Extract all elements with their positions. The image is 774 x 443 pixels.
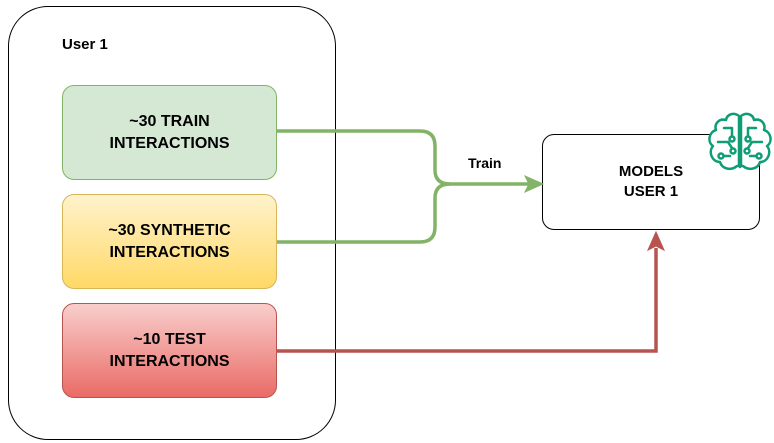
- train-edge-label: Train: [468, 155, 502, 171]
- brain-circuit-icon: [708, 112, 772, 171]
- train-interactions-box: ~30 TRAIN INTERACTIONS: [62, 85, 277, 180]
- container-label: User 1: [62, 36, 108, 53]
- test-edge: [277, 248, 658, 353]
- test-interactions-box: ~10 TEST INTERACTIONS: [62, 303, 277, 398]
- test-arrowhead: [646, 230, 666, 252]
- synthetic-edge: [277, 182, 451, 244]
- train-arrowhead: [523, 174, 545, 194]
- synthetic-interactions-box: ~30 SYNTHETIC INTERACTIONS: [62, 194, 277, 289]
